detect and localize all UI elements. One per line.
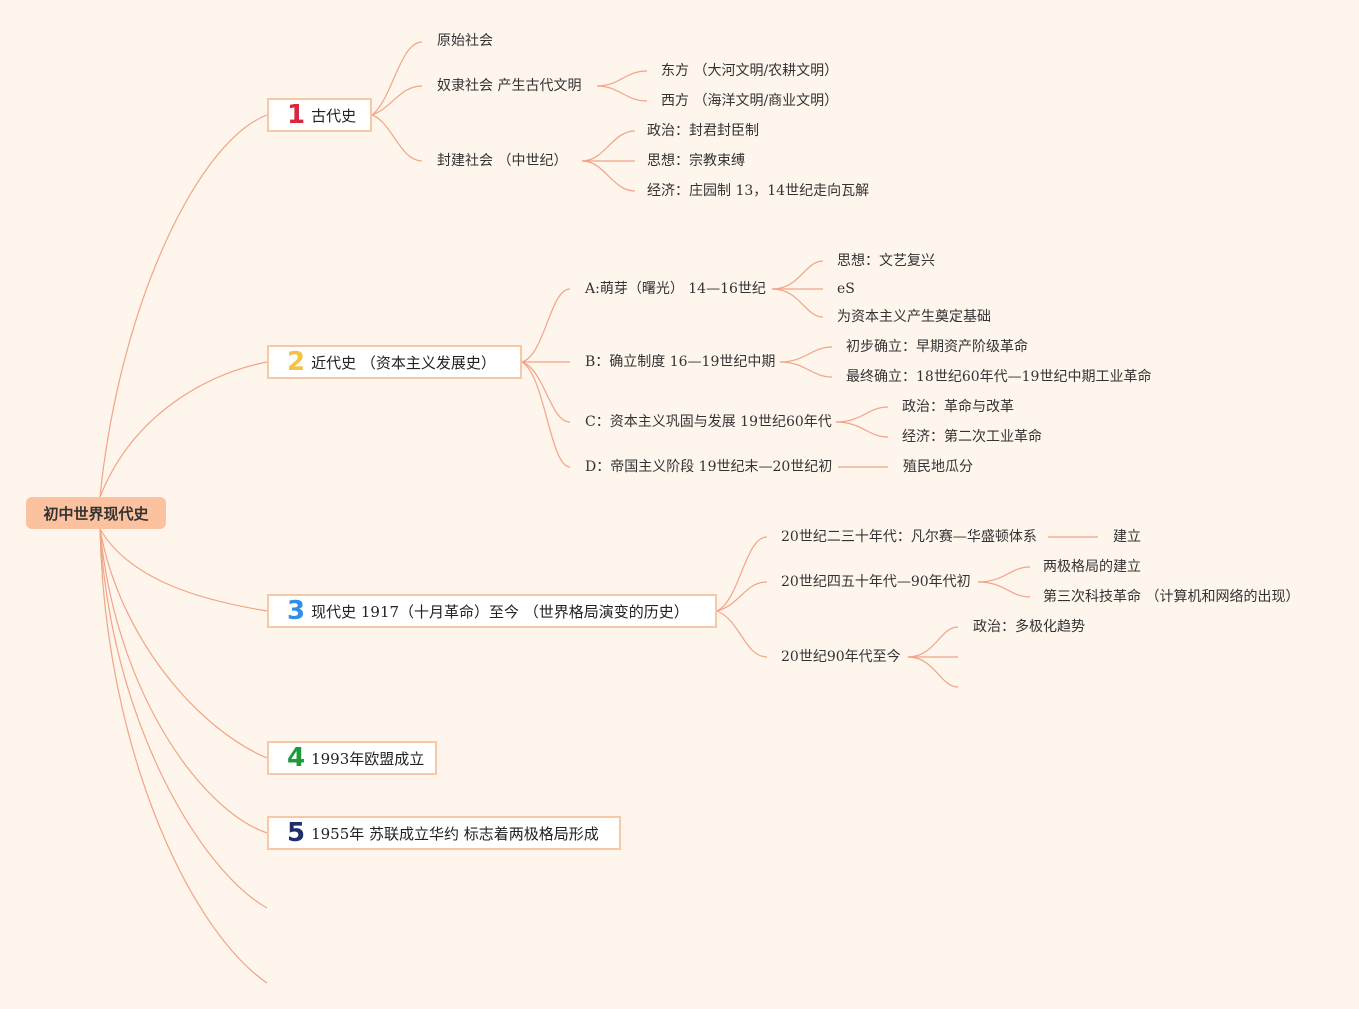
branch-warsaw-pact[interactable]: 5 1955年 苏联成立华约 标志着两极格局形成 xyxy=(267,816,621,850)
root-node[interactable]: 初中世界现代史 xyxy=(26,497,166,529)
node-p2-tech-revolution[interactable]: 第三次科技革命 （计算机和网络的出现） xyxy=(1043,589,1300,605)
link-b-2 xyxy=(779,361,833,378)
branch-number: 3 xyxy=(287,596,306,626)
link-root-branch3 xyxy=(99,528,268,612)
link-p3-3 xyxy=(907,656,959,688)
node-primitive-society[interactable]: 原始社会 xyxy=(437,33,493,49)
link-root-branch2 xyxy=(99,361,268,498)
link-b1-primitive xyxy=(371,41,423,116)
node-period-3[interactable]: 20世纪90年代至今 xyxy=(781,649,901,665)
link-b2-a xyxy=(521,288,571,363)
node-a-es[interactable]: eS xyxy=(837,281,855,297)
branch-label: 1955年 苏联成立华约 标志着两极格局形成 xyxy=(311,824,599,843)
node-b-final[interactable]: 最终确立：18世纪60年代—19世纪中期工业革命 xyxy=(846,369,1152,385)
branch-eu[interactable]: 4 1993年欧盟成立 xyxy=(267,741,437,775)
node-east-civilization[interactable]: 东方 （大河文明/农耕文明） xyxy=(661,63,839,79)
link-root-branch4 xyxy=(99,528,268,759)
branch-label: 古代史 xyxy=(311,106,357,125)
link-b3-p3 xyxy=(716,610,768,658)
node-p3-multipolar[interactable]: 政治：多极化趋势 xyxy=(973,619,1085,635)
node-stage-d[interactable]: D：帝国主义阶段 19世纪末—20世纪初 xyxy=(585,459,833,475)
node-d-colonies[interactable]: 殖民地瓜分 xyxy=(903,459,973,475)
node-b-initial[interactable]: 初步确立：早期资产阶级革命 xyxy=(846,339,1028,355)
link-feudal-1 xyxy=(581,130,636,162)
branch-number: 1 xyxy=(287,100,306,130)
link-slave-east xyxy=(596,70,648,87)
node-c-economy[interactable]: 经济：第二次工业革命 xyxy=(902,429,1042,445)
link-p3-1 xyxy=(907,626,959,658)
link-root-branch1 xyxy=(99,114,268,498)
node-period-2[interactable]: 20世纪四五十年代—90年代初 xyxy=(781,574,971,590)
link-slave-west xyxy=(596,85,648,102)
branch-label: 1993年欧盟成立 xyxy=(311,749,425,768)
node-feudal-thought[interactable]: 思想：宗教束缚 xyxy=(647,153,745,169)
link-a-3 xyxy=(771,288,824,318)
node-stage-a[interactable]: A:萌芽（曙光） 14—16世纪 xyxy=(585,281,766,297)
node-feudal-politics[interactable]: 政治：封君封臣制 xyxy=(647,123,759,139)
node-a-thought[interactable]: 思想：文艺复兴 xyxy=(837,253,935,269)
link-b2-d xyxy=(521,361,571,468)
link-b-1 xyxy=(779,346,833,363)
link-b2-c xyxy=(521,361,571,423)
node-stage-c[interactable]: C：资本主义巩固与发展 19世纪60年代 xyxy=(585,414,832,430)
link-b1-slave xyxy=(371,85,423,116)
node-stage-b[interactable]: B：确立制度 16—19世纪中期 xyxy=(585,354,776,370)
link-b3-p1 xyxy=(716,536,768,612)
node-slave-society[interactable]: 奴隶社会 产生古代文明 xyxy=(437,78,582,94)
branch-contemporary[interactable]: 3 现代史 1917（十月革命）至今 （世界格局演变的历史） xyxy=(267,594,717,628)
link-p2-1 xyxy=(977,566,1031,583)
link-b1-feudal xyxy=(371,114,423,162)
node-feudal-economy[interactable]: 经济：庄园制 13，14世纪走向瓦解 xyxy=(647,183,870,199)
node-p1-established[interactable]: 建立 xyxy=(1113,529,1141,545)
branch-ancient[interactable]: 1 古代史 xyxy=(267,98,372,132)
link-feudal-3 xyxy=(581,160,636,192)
link-b3-p2 xyxy=(716,581,768,612)
branch-number: 4 xyxy=(287,743,306,773)
link-p2-2 xyxy=(977,581,1031,598)
node-c-politics[interactable]: 政治：革命与改革 xyxy=(902,399,1014,415)
node-a-foundation[interactable]: 为资本主义产生奠定基础 xyxy=(837,309,991,325)
branch-modern-capitalism[interactable]: 2 近代史 （资本主义发展史） xyxy=(267,345,522,379)
link-root-empty2 xyxy=(99,528,268,984)
branch-label: 近代史 （资本主义发展史） xyxy=(311,353,496,372)
link-c-2 xyxy=(835,421,889,438)
branch-number: 2 xyxy=(287,347,306,377)
link-root-branch5 xyxy=(99,528,268,834)
link-c-1 xyxy=(835,406,889,423)
node-p2-bipolar[interactable]: 两极格局的建立 xyxy=(1043,559,1141,575)
node-period-1[interactable]: 20世纪二三十年代：凡尔赛—华盛顿体系 xyxy=(781,529,1037,545)
node-feudal-society[interactable]: 封建社会 （中世纪） xyxy=(437,153,568,169)
link-root-empty1 xyxy=(99,528,268,909)
branch-number: 5 xyxy=(287,818,306,848)
link-a-1 xyxy=(771,260,824,290)
node-west-civilization[interactable]: 西方 （海洋文明/商业文明） xyxy=(661,93,839,109)
branch-label: 现代史 1917（十月革命）至今 （世界格局演变的历史） xyxy=(311,602,689,621)
